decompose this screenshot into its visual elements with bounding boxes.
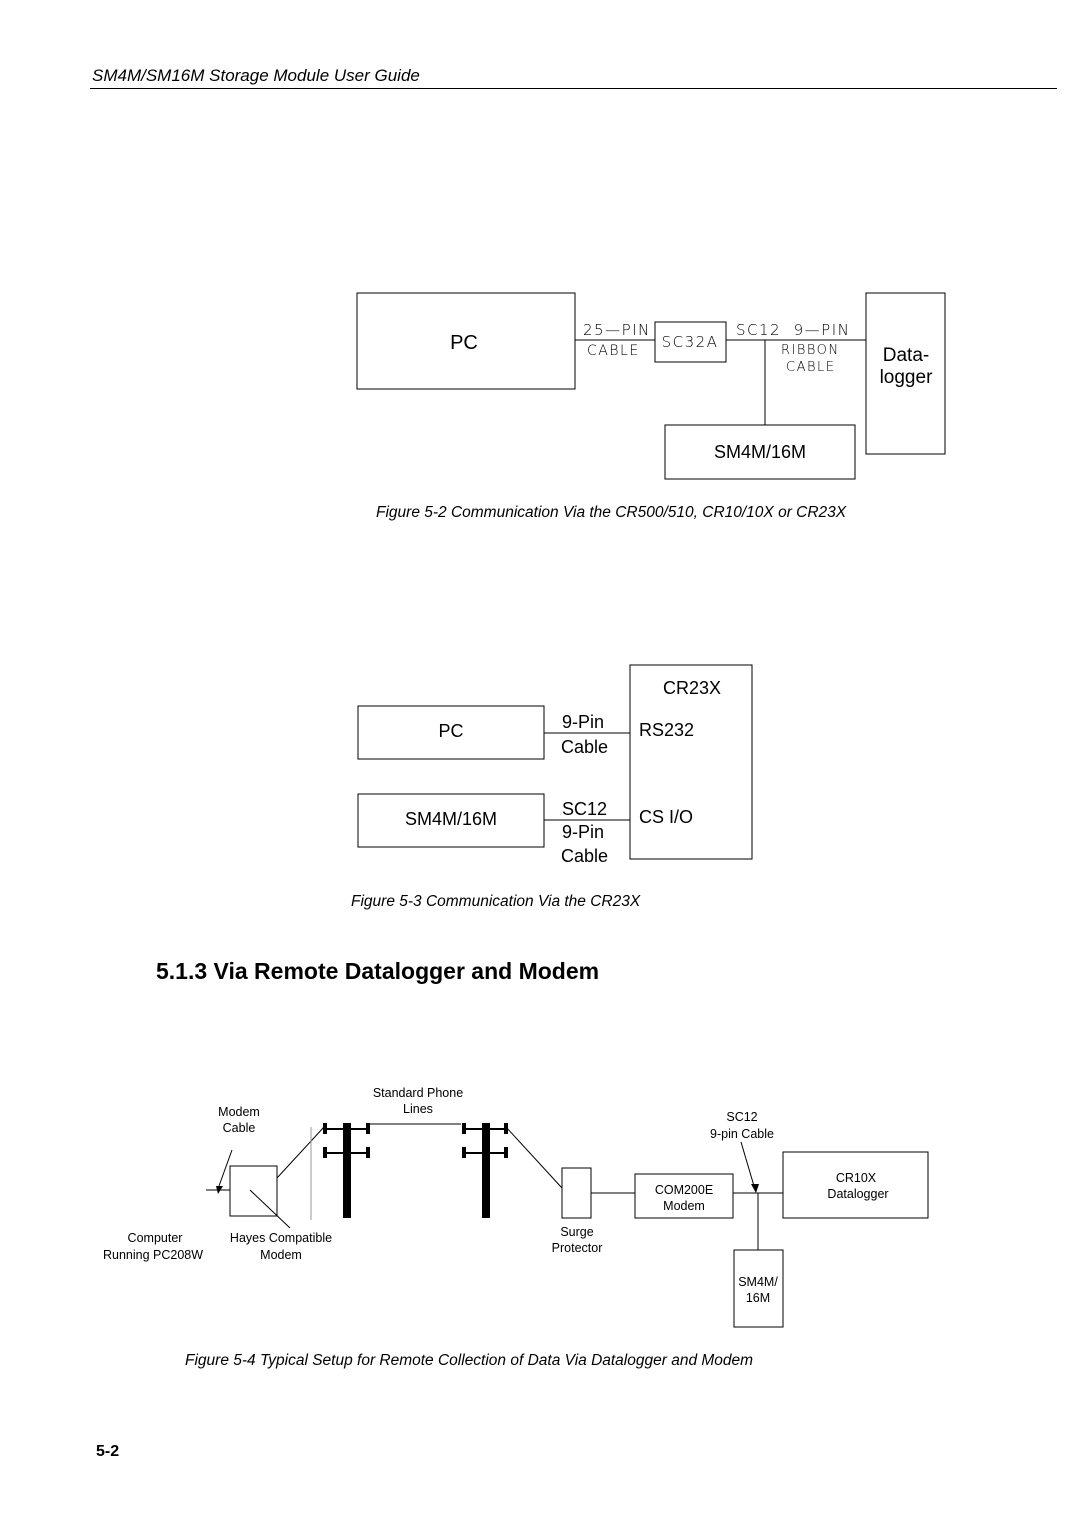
figure-5-2-caption: Figure 5-2 Communication Via the CR500/5… bbox=[376, 504, 847, 521]
surge-protector-box bbox=[561, 1167, 592, 1219]
hayes-label-1: Hayes Compatible bbox=[230, 1231, 332, 1245]
sc32a-label: SC32A bbox=[662, 333, 719, 351]
storage-module-label-1: SM4M/ bbox=[738, 1275, 778, 1289]
figure-5-4-diagram: Standard Phone Lines Modem Cable SC12 9-… bbox=[103, 1086, 929, 1328]
sc12-label-1: SC12 bbox=[726, 1110, 757, 1124]
cr10x-label-2: Datalogger bbox=[827, 1187, 888, 1201]
section-heading: 5.1.3 Via Remote Datalogger and Modem bbox=[156, 958, 600, 984]
pin9-label: 9-Pin bbox=[562, 712, 604, 732]
modem-cable-label-1: Modem bbox=[218, 1105, 260, 1119]
cr10x-box bbox=[782, 1151, 929, 1219]
cable-25pin-label: 25—PIN bbox=[583, 321, 651, 339]
pin9b-label: 9-Pin bbox=[562, 822, 604, 842]
figure-5-2-diagram: PC 25—PIN CABLE SC32A SC12 9—PIN RIBBON … bbox=[356, 292, 946, 480]
phone-pole-left bbox=[323, 1123, 370, 1218]
datalogger-label-2: logger bbox=[880, 367, 933, 388]
computer-label-1: Computer bbox=[128, 1231, 183, 1245]
storage-module-box bbox=[733, 1249, 784, 1328]
cable-25pin-label-2: CABLE bbox=[587, 343, 640, 359]
csio-label: CS I/O bbox=[639, 807, 693, 827]
storage-module-label: SM4M/16M bbox=[714, 442, 806, 462]
sc12-label-2: 9-pin Cable bbox=[710, 1127, 774, 1141]
phone-lines-label-2: Lines bbox=[403, 1102, 433, 1116]
cable-label: Cable bbox=[561, 737, 608, 757]
storage-module-label-2: 16M bbox=[746, 1291, 770, 1305]
com200e-label-2: Modem bbox=[663, 1199, 705, 1213]
figure-5-3-caption: Figure 5-3 Communication Via the CR23X bbox=[351, 893, 641, 910]
cr10x-label-1: CR10X bbox=[836, 1171, 877, 1185]
page-number: 5-2 bbox=[96, 1443, 120, 1460]
datalogger-label-1: Data- bbox=[883, 345, 929, 366]
ribbon-cable-label: CABLE bbox=[786, 360, 835, 375]
surge-label-1: Surge bbox=[560, 1225, 593, 1239]
modem-cable-label-2: Cable bbox=[223, 1121, 256, 1135]
storage-module-label: SM4M/16M bbox=[405, 809, 497, 829]
sc12-cable-label: SC12 9—PIN bbox=[736, 321, 850, 339]
figure-5-4-caption: Figure 5-4 Typical Setup for Remote Coll… bbox=[185, 1352, 754, 1369]
pc-label: PC bbox=[450, 332, 478, 354]
hayes-label-2: Modem bbox=[260, 1248, 302, 1262]
sc12-label: SC12 bbox=[562, 799, 607, 819]
hayes-modem-box bbox=[229, 1165, 278, 1217]
pc-label: PC bbox=[438, 721, 463, 741]
header-rule bbox=[90, 88, 1057, 89]
phone-lines-label-1: Standard Phone bbox=[373, 1086, 463, 1100]
ribbon-label: RIBBON bbox=[781, 343, 840, 358]
com200e-label-1: COM200E bbox=[655, 1183, 713, 1197]
datalogger-box bbox=[865, 292, 946, 455]
rs232-label: RS232 bbox=[639, 720, 694, 740]
com200e-box bbox=[634, 1173, 734, 1219]
sc32a-box bbox=[654, 321, 727, 363]
storage-module-box bbox=[664, 424, 856, 480]
phone-pole-right bbox=[462, 1123, 508, 1218]
figure-5-3-diagram: CR23X RS232 CS I/O PC SM4M/16M 9-Pin Cab… bbox=[357, 664, 753, 866]
pc-box bbox=[356, 292, 576, 390]
cr23x-label: CR23X bbox=[663, 678, 721, 698]
cr23x-box bbox=[629, 664, 753, 860]
surge-label-2: Protector bbox=[552, 1241, 603, 1255]
computer-label-2: Running PC208W bbox=[103, 1248, 203, 1262]
cableb-label: Cable bbox=[561, 846, 608, 866]
running-header: SM4M/SM16M Storage Module User Guide bbox=[92, 66, 420, 85]
